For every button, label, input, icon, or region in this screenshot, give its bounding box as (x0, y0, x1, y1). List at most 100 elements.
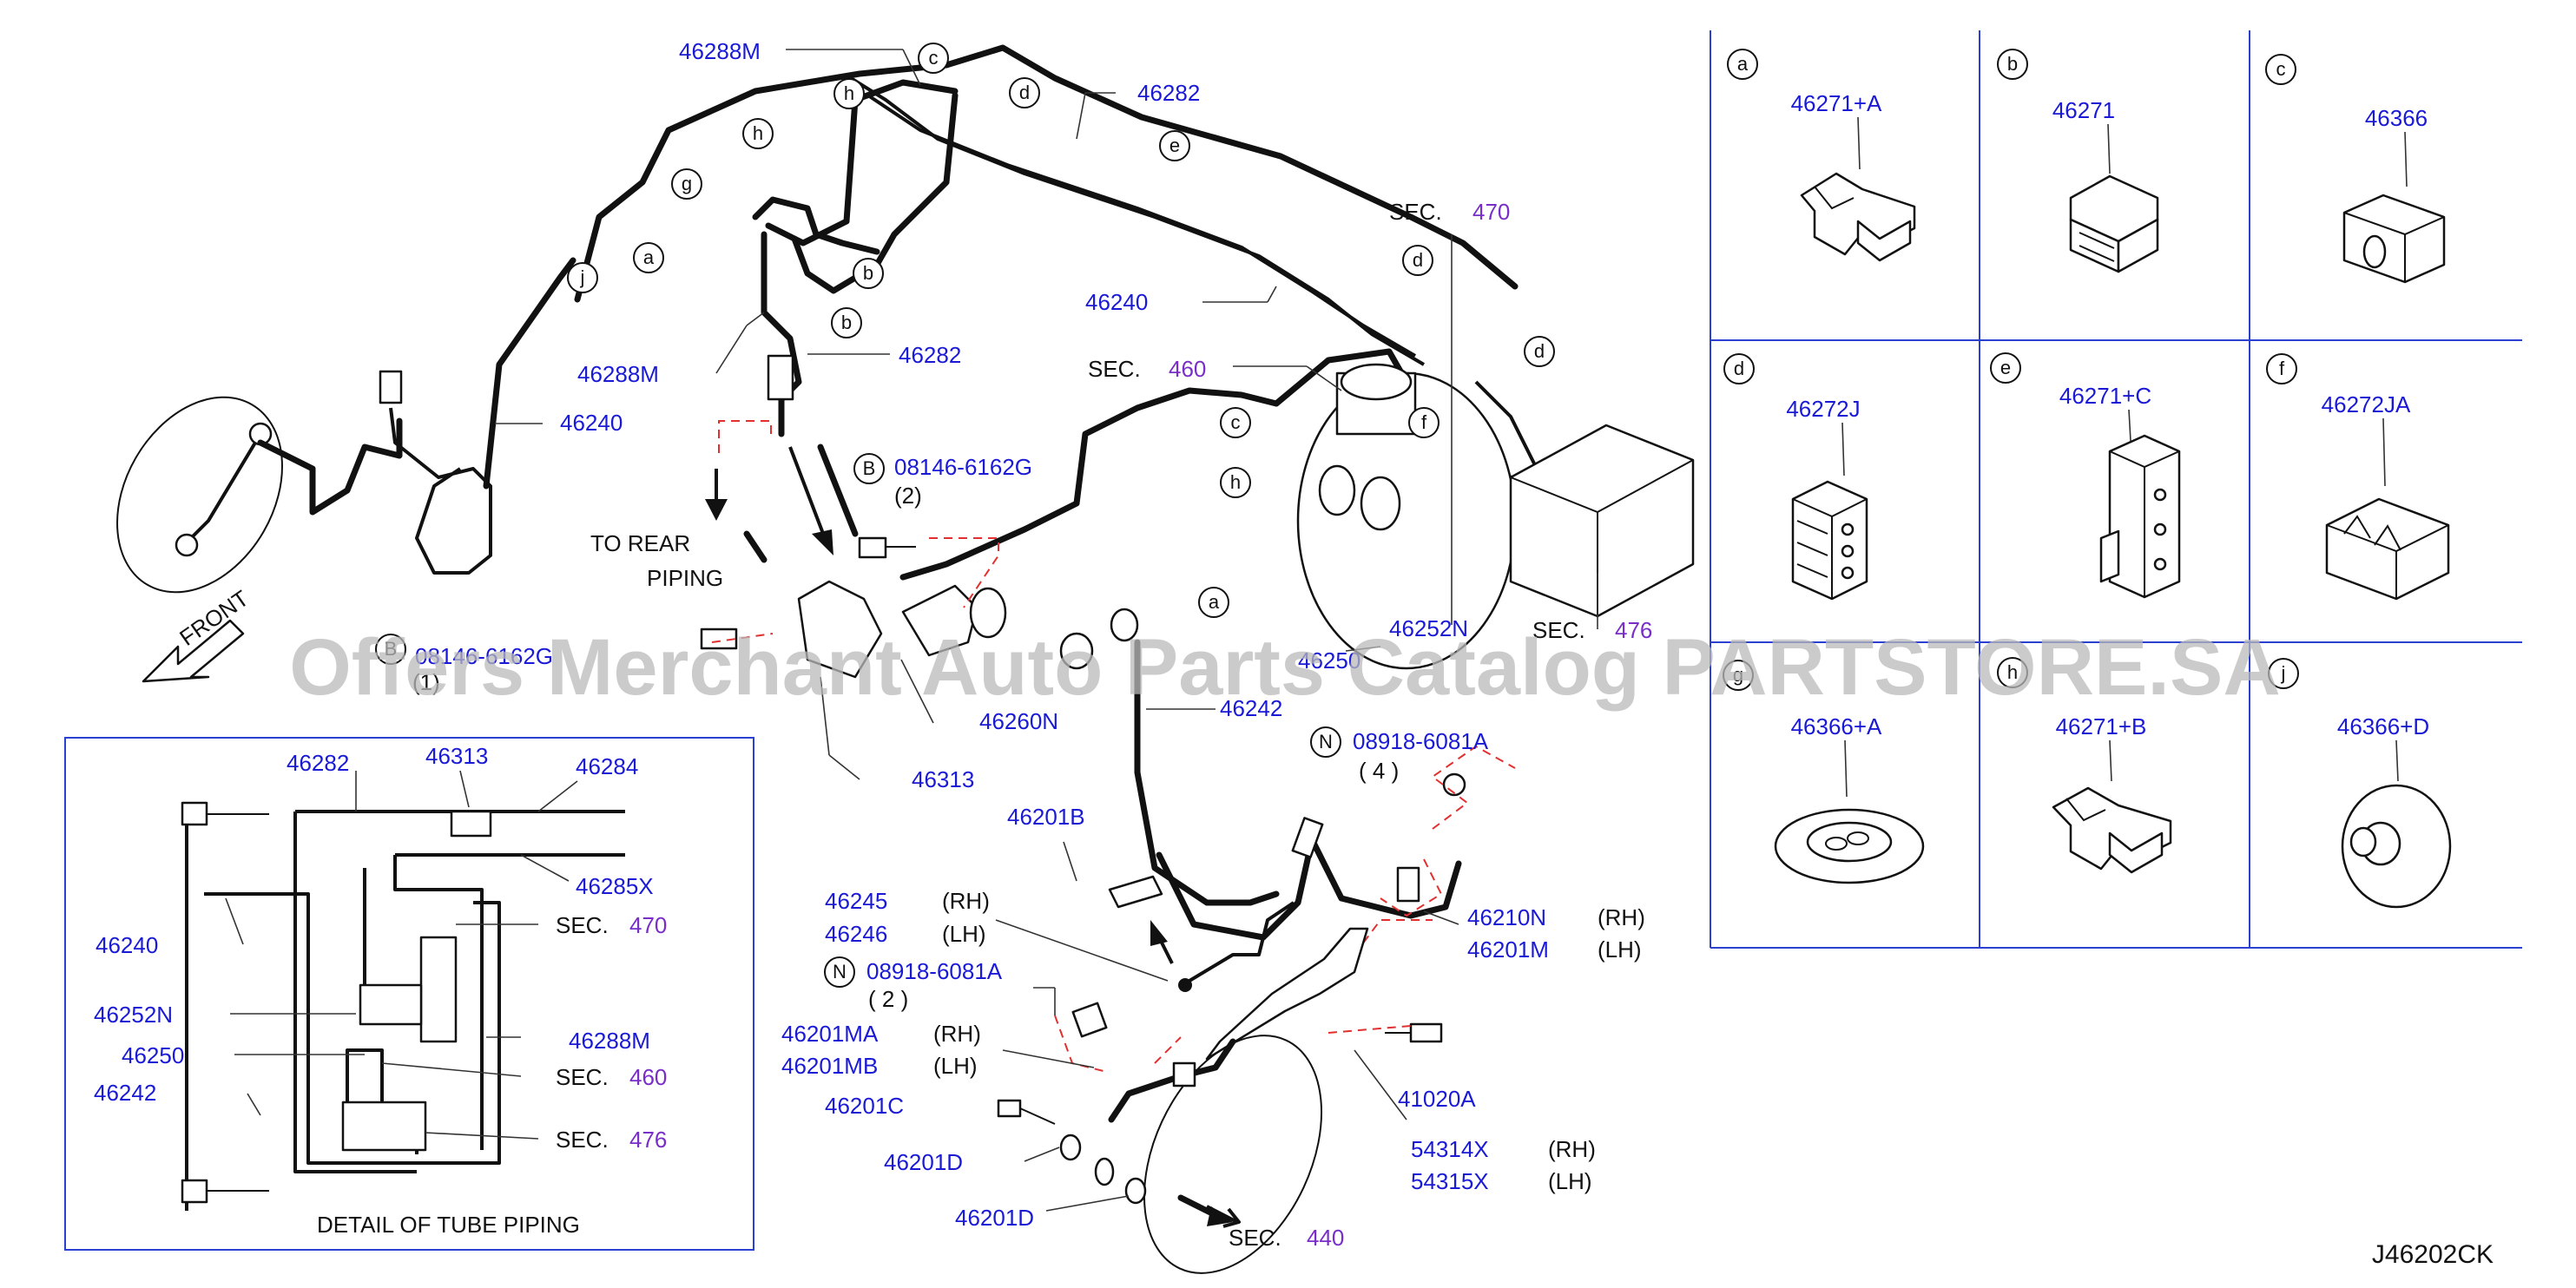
detail-label-46240: 46240 (96, 932, 158, 958)
rear-hose-assembly (997, 745, 1516, 1274)
detail-sec-word: SEC. (556, 1127, 609, 1153)
to-rear-line1: TO REAR (590, 530, 690, 556)
label-46240-mid: 46240 (1085, 289, 1148, 315)
clip-letter: j (2281, 662, 2286, 684)
clip-part-number: 46271+B (2056, 713, 2147, 739)
nut-N-number: 08918-6081A (1353, 728, 1489, 754)
clip-letter: h (2007, 661, 2018, 683)
sec-460: 460 (1169, 356, 1206, 382)
clip-f-icon (2325, 497, 2450, 601)
main-tube-routing (574, 44, 1538, 906)
clip-part-number: 46272J (1786, 396, 1860, 422)
detail-sec-470: 470 (629, 912, 667, 938)
bolt-B-qty: (2) (894, 483, 922, 509)
label-46288M-left: 46288M (577, 361, 659, 387)
callout-circle (2268, 658, 2299, 689)
clip-cell-a[interactable]: a 46271+A (1727, 49, 1916, 262)
label-46242: 46242 (1220, 695, 1282, 721)
label-46252N: 46252N (1389, 615, 1468, 641)
sec-word: SEC. (1229, 1225, 1281, 1251)
main-leaders (495, 49, 1598, 1212)
label-46201MA: 46201MA (781, 1021, 879, 1047)
sec-440: 440 (1307, 1225, 1344, 1251)
clip-cell-j[interactable]: j 46366+D (2268, 658, 2452, 909)
nut-N2-qty: ( 2 ) (868, 986, 908, 1012)
to-rear-line2: PIPING (647, 565, 723, 591)
svg-text:N: N (1319, 731, 1333, 752)
label-46288M-top: 46288M (679, 38, 761, 64)
actuator-icon (341, 1101, 427, 1152)
nut-N2-number: 08918-6081A (866, 958, 1003, 984)
label-46245-side: (RH) (942, 888, 990, 914)
detail-sec-word: SEC. (556, 1064, 609, 1090)
clip-letter: g (1733, 664, 1743, 686)
detail-sec-476: 476 (629, 1127, 667, 1153)
center-bracket-assembly (700, 420, 1139, 679)
clip-d-icon (1791, 480, 1868, 601)
clip-cell-d[interactable]: d 46272J (1723, 353, 1868, 601)
svg-text:d: d (1019, 82, 1030, 103)
label-46282-top: 46282 (1137, 80, 1200, 106)
label-46260N: 46260N (979, 708, 1058, 734)
callout-circle (1727, 49, 1758, 80)
svg-text:e: e (1169, 135, 1180, 156)
clip-cell-c[interactable]: c 46366 (2265, 54, 2446, 284)
sec-470: 470 (1472, 199, 1510, 225)
callout-circle (1997, 657, 2028, 688)
detail-frame (64, 737, 754, 1251)
detail-label-46288M: 46288M (569, 1028, 650, 1054)
clip-cell-f[interactable]: f 46272JA (2266, 353, 2450, 601)
direction-arrows (705, 446, 1233, 1226)
clip-cell-g[interactable]: g 46366+A (1723, 660, 1925, 884)
clip-part-number: 46366+D (2337, 713, 2429, 739)
svg-text:g: g (682, 173, 692, 194)
clip-part-number: 46271 (2052, 97, 2115, 123)
bolt-B2-number: 08146-6162G (415, 643, 553, 669)
label-54314X: 54314X (1411, 1136, 1489, 1162)
svg-text:c: c (929, 47, 939, 69)
clip-part-number: 46366+A (1791, 713, 1882, 739)
valve-icon (359, 983, 423, 1026)
bolt-B2-qty: (1) (412, 669, 440, 695)
clip-cell-h[interactable]: h 46271+B (1997, 657, 2172, 874)
label-46245: 46245 (825, 888, 887, 914)
svg-text:b: b (863, 262, 873, 284)
label-46201D-a: 46201D (884, 1149, 963, 1175)
svg-text:N: N (833, 961, 847, 982)
svg-text:h: h (753, 122, 763, 144)
callout-letters: c d h h e g a j b b d d c f h a B N N B (375, 43, 1555, 988)
label-46201D-b: 46201D (955, 1205, 1034, 1231)
clip-cell-b[interactable]: b 46271 (1997, 49, 2159, 273)
svg-text:B: B (863, 457, 876, 479)
svg-text:h: h (1230, 471, 1241, 493)
clip-c-icon (2342, 194, 2446, 284)
detail-label-46313: 46313 (425, 743, 488, 769)
nut-N-qty: ( 4 ) (1359, 758, 1399, 784)
callout-circle (1723, 353, 1755, 384)
callout-circle (1990, 352, 2021, 384)
svg-text:b: b (841, 312, 852, 333)
detail-label-46284: 46284 (576, 753, 638, 779)
detail-label-46282: 46282 (287, 750, 349, 776)
clip-g-icon (1774, 808, 1925, 884)
clip-cell-e[interactable]: e 46271+C (1990, 352, 2181, 599)
clip-letter: d (1734, 358, 1744, 379)
detail-tube-piping: 46282 46313 46284 46285X 46240 SEC. 470 … (64, 737, 754, 1251)
front-arrow: FRONT (142, 585, 254, 683)
svg-text:d: d (1534, 340, 1545, 362)
label-46201MA-side: (RH) (933, 1021, 981, 1047)
clip-grid (1710, 30, 2522, 949)
label-46201B: 46201B (1007, 804, 1085, 830)
clip-part-number: 46272JA (2322, 391, 2411, 417)
label-46282-mid: 46282 (899, 342, 961, 368)
label-54314X-side: (RH) (1548, 1136, 1596, 1162)
sec-word: SEC. (1088, 356, 1141, 382)
clip-j-icon (2341, 784, 2452, 909)
detail-sec-word: SEC. (556, 912, 609, 938)
label-41020A: 41020A (1398, 1086, 1476, 1112)
label-46201MB: 46201MB (781, 1053, 878, 1079)
detail-caption: DETAIL OF TUBE PIPING (317, 1212, 580, 1238)
detail-label-46285X: 46285X (576, 873, 654, 899)
connector-icon (450, 810, 492, 838)
